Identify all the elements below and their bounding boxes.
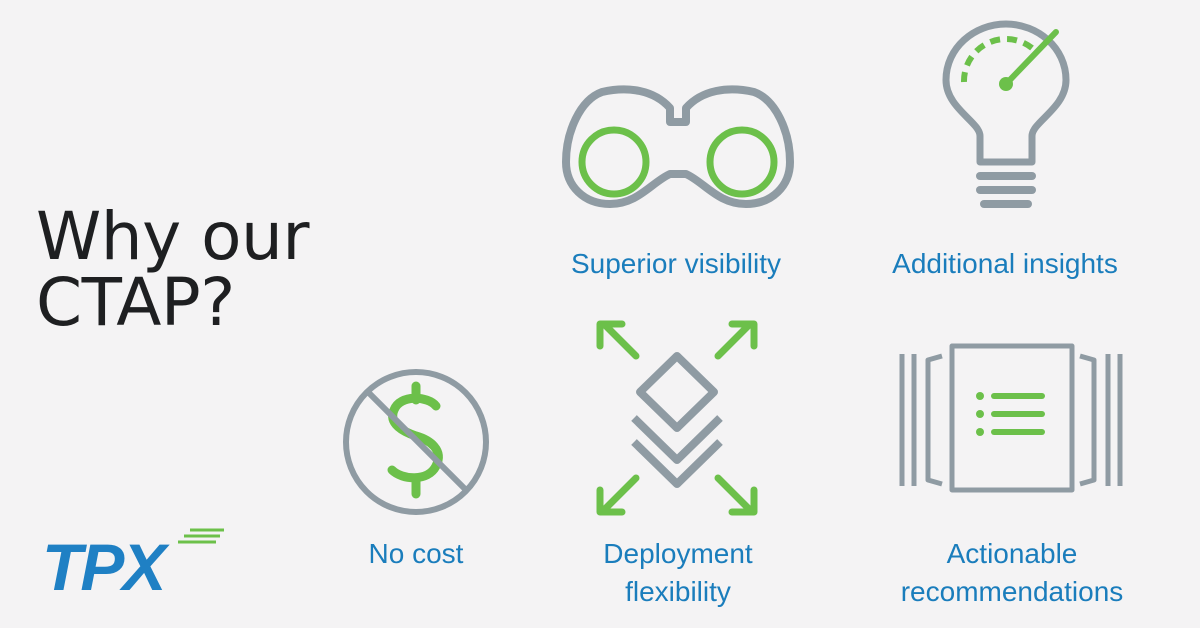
label-no-cost: No cost — [368, 538, 464, 569]
headline: Why our CTAP? — [36, 204, 309, 336]
tpx-logo-text: TPX — [42, 530, 170, 598]
lightbulb-gauge-icon — [942, 20, 1070, 208]
document-list-icon — [899, 343, 1123, 493]
binoculars-icon — [562, 85, 794, 208]
label-superior-visibility: Superior visibility — [570, 248, 782, 279]
no-dollar-icon — [343, 369, 489, 515]
label-additional-insights: Additional insights — [892, 248, 1118, 279]
headline-line-2: CTAP? — [36, 264, 235, 341]
label-deployment-flexibility: Deployment flexibility — [603, 538, 753, 607]
label-actionable-recommendations: Actionable recommendations — [900, 538, 1124, 607]
headline-line-1: Why our — [36, 198, 309, 275]
tpx-logo: TPX — [42, 528, 224, 598]
layers-arrows-icon — [596, 320, 758, 516]
